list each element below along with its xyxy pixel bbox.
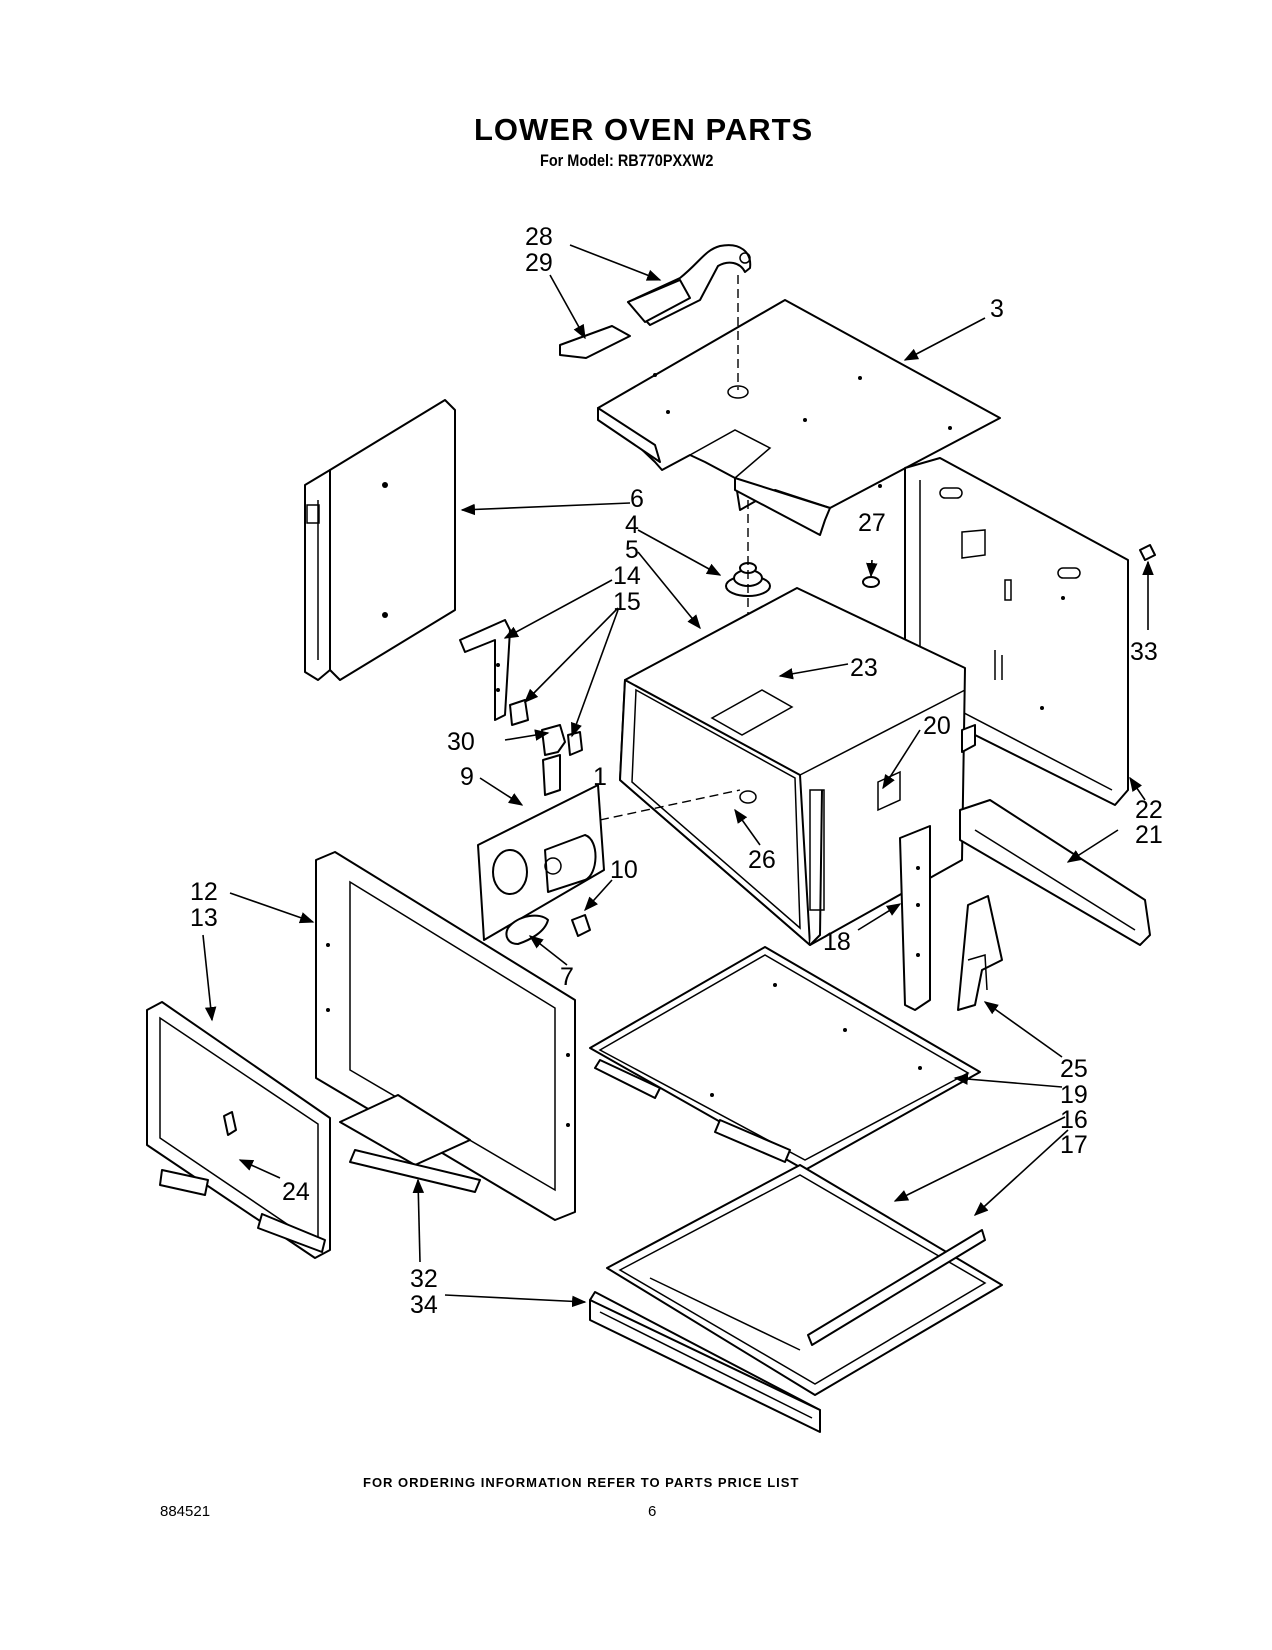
- callout-29: 29: [525, 249, 553, 277]
- bottom-tray-part: [589, 1164, 1003, 1433]
- callout-23: 23: [850, 654, 878, 682]
- oven-light-part: [477, 784, 741, 945]
- page-title: LOWER OVEN PARTS: [474, 112, 814, 147]
- door-window-part: [146, 1001, 331, 1259]
- callout-14: 14: [613, 562, 641, 590]
- leader-lines: [202, 244, 1154, 1308]
- ordering-info-note: FOR ORDERING INFORMATION REFER TO PARTS …: [363, 1475, 800, 1490]
- callout-4: 4: [625, 511, 639, 539]
- callout-17: 17: [1060, 1131, 1088, 1159]
- page-number: 6: [648, 1503, 657, 1520]
- door-hinge-part: [957, 895, 1003, 1011]
- callout-27: 27: [858, 509, 886, 537]
- callout-9: 9: [460, 763, 474, 791]
- callout-25: 25: [1060, 1055, 1088, 1083]
- callout-numbers: 28 29 3 6 4 5 27 14 15 33 23 30 20 9 1 2…: [190, 223, 1163, 1319]
- top-panel-part: [597, 275, 1001, 536]
- callout-34: 34: [410, 1291, 438, 1319]
- model-subtitle: For Model: RB770PXXW2: [540, 151, 714, 170]
- callout-5: 5: [625, 536, 639, 564]
- callout-21: 21: [1135, 821, 1163, 849]
- callout-24: 24: [282, 1178, 310, 1206]
- callout-32: 32: [410, 1265, 438, 1293]
- vertical-bracket-part: [899, 825, 931, 1011]
- callout-13: 13: [190, 904, 218, 932]
- callout-33: 33: [1130, 638, 1158, 666]
- switch-bracket-part: [459, 619, 583, 796]
- callout-10: 10: [610, 856, 638, 884]
- callout-18: 18: [823, 928, 851, 956]
- callout-22: 22: [1135, 796, 1163, 824]
- callout-7: 7: [560, 963, 574, 991]
- callout-6: 6: [630, 485, 644, 513]
- callout-20: 20: [923, 712, 951, 740]
- callout-28: 28: [525, 223, 553, 251]
- callout-3: 3: [990, 295, 1004, 323]
- left-side-panel-part: [304, 399, 456, 681]
- callout-15: 15: [613, 588, 641, 616]
- document-number: 884521: [160, 1503, 211, 1520]
- callout-16: 16: [1060, 1106, 1088, 1134]
- callout-1: 1: [593, 763, 607, 791]
- callout-26: 26: [748, 846, 776, 874]
- callout-12: 12: [190, 878, 218, 906]
- door-frame-part: [315, 851, 576, 1221]
- callout-30: 30: [447, 728, 475, 756]
- rail-bracket-part: [959, 799, 1151, 946]
- bottom-panel-part: [589, 946, 981, 1171]
- oven-liner-part: [619, 587, 976, 946]
- callout-19: 19: [1060, 1081, 1088, 1109]
- vent-duct-part: [559, 244, 752, 359]
